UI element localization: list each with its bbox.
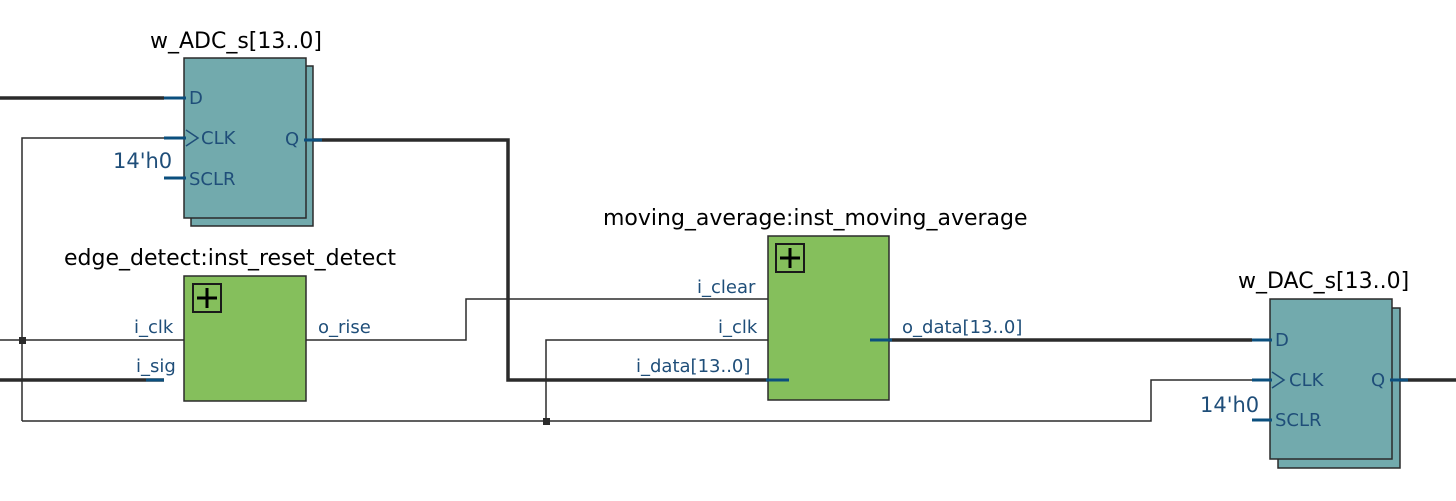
wire-clk-moving-average[interactable] — [545, 339, 789, 421]
port-label-i-data: i_data[13..0] — [636, 356, 750, 377]
sclr-constant-label: 14'h0 — [1200, 393, 1259, 417]
port-label-sclr: SCLR — [1275, 410, 1322, 431]
wire-clk-dac[interactable] — [22, 379, 1252, 422]
junction-dot — [543, 418, 550, 425]
register-adc[interactable]: w_ADC_s[13..0] D CLK SCLR Q 14'h0 — [113, 29, 322, 227]
clock-triangle-icon — [185, 129, 200, 147]
expand-icon[interactable] — [192, 283, 222, 313]
junction-dot — [19, 337, 26, 344]
register-dac[interactable]: w_DAC_s[13..0] D CLK SCLR Q 14'h0 — [1200, 269, 1409, 469]
wire-adc-q-to-data[interactable] — [310, 138, 789, 382]
instance-edge-detect[interactable]: edge_detect:inst_reset_detect i_clk i_si… — [64, 246, 396, 402]
port-label-i-clk: i_clk — [718, 317, 758, 338]
instance-edge-detect-title: edge_detect:inst_reset_detect — [64, 246, 396, 271]
port-label-q: Q — [285, 129, 299, 150]
register-dac-body — [1269, 298, 1393, 460]
sclr-constant-label: 14'h0 — [113, 149, 172, 173]
expand-icon[interactable] — [775, 243, 805, 273]
wire-rise-to-clear[interactable] — [286, 298, 789, 341]
register-dac-title: w_DAC_s[13..0] — [1238, 269, 1409, 294]
port-label-i-clk: i_clk — [134, 317, 174, 338]
port-label-i-sig: i_sig — [136, 356, 176, 377]
wires — [0, 96, 1456, 425]
port-label-clk: CLK — [1289, 370, 1325, 391]
port-label-clk: CLK — [201, 128, 237, 149]
port-label-i-clear: i_clear — [697, 277, 756, 298]
port-label-d: D — [189, 88, 203, 109]
instance-moving-average-body — [767, 235, 890, 401]
port-label-q: Q — [1371, 370, 1385, 391]
clock-triangle-icon — [1271, 371, 1286, 389]
port-label-o-rise: o_rise — [318, 317, 371, 338]
port-label-sclr: SCLR — [189, 169, 236, 190]
instance-moving-average-title: moving_average:inst_moving_average — [603, 206, 1028, 231]
port-label-o-data: o_data[13..0] — [902, 317, 1022, 338]
port-label-d: D — [1275, 330, 1289, 351]
instance-moving-average[interactable]: moving_average:inst_moving_average i_cle… — [603, 206, 1028, 401]
wire-clk-adc[interactable] — [21, 137, 164, 421]
register-adc-title: w_ADC_s[13..0] — [150, 29, 322, 54]
